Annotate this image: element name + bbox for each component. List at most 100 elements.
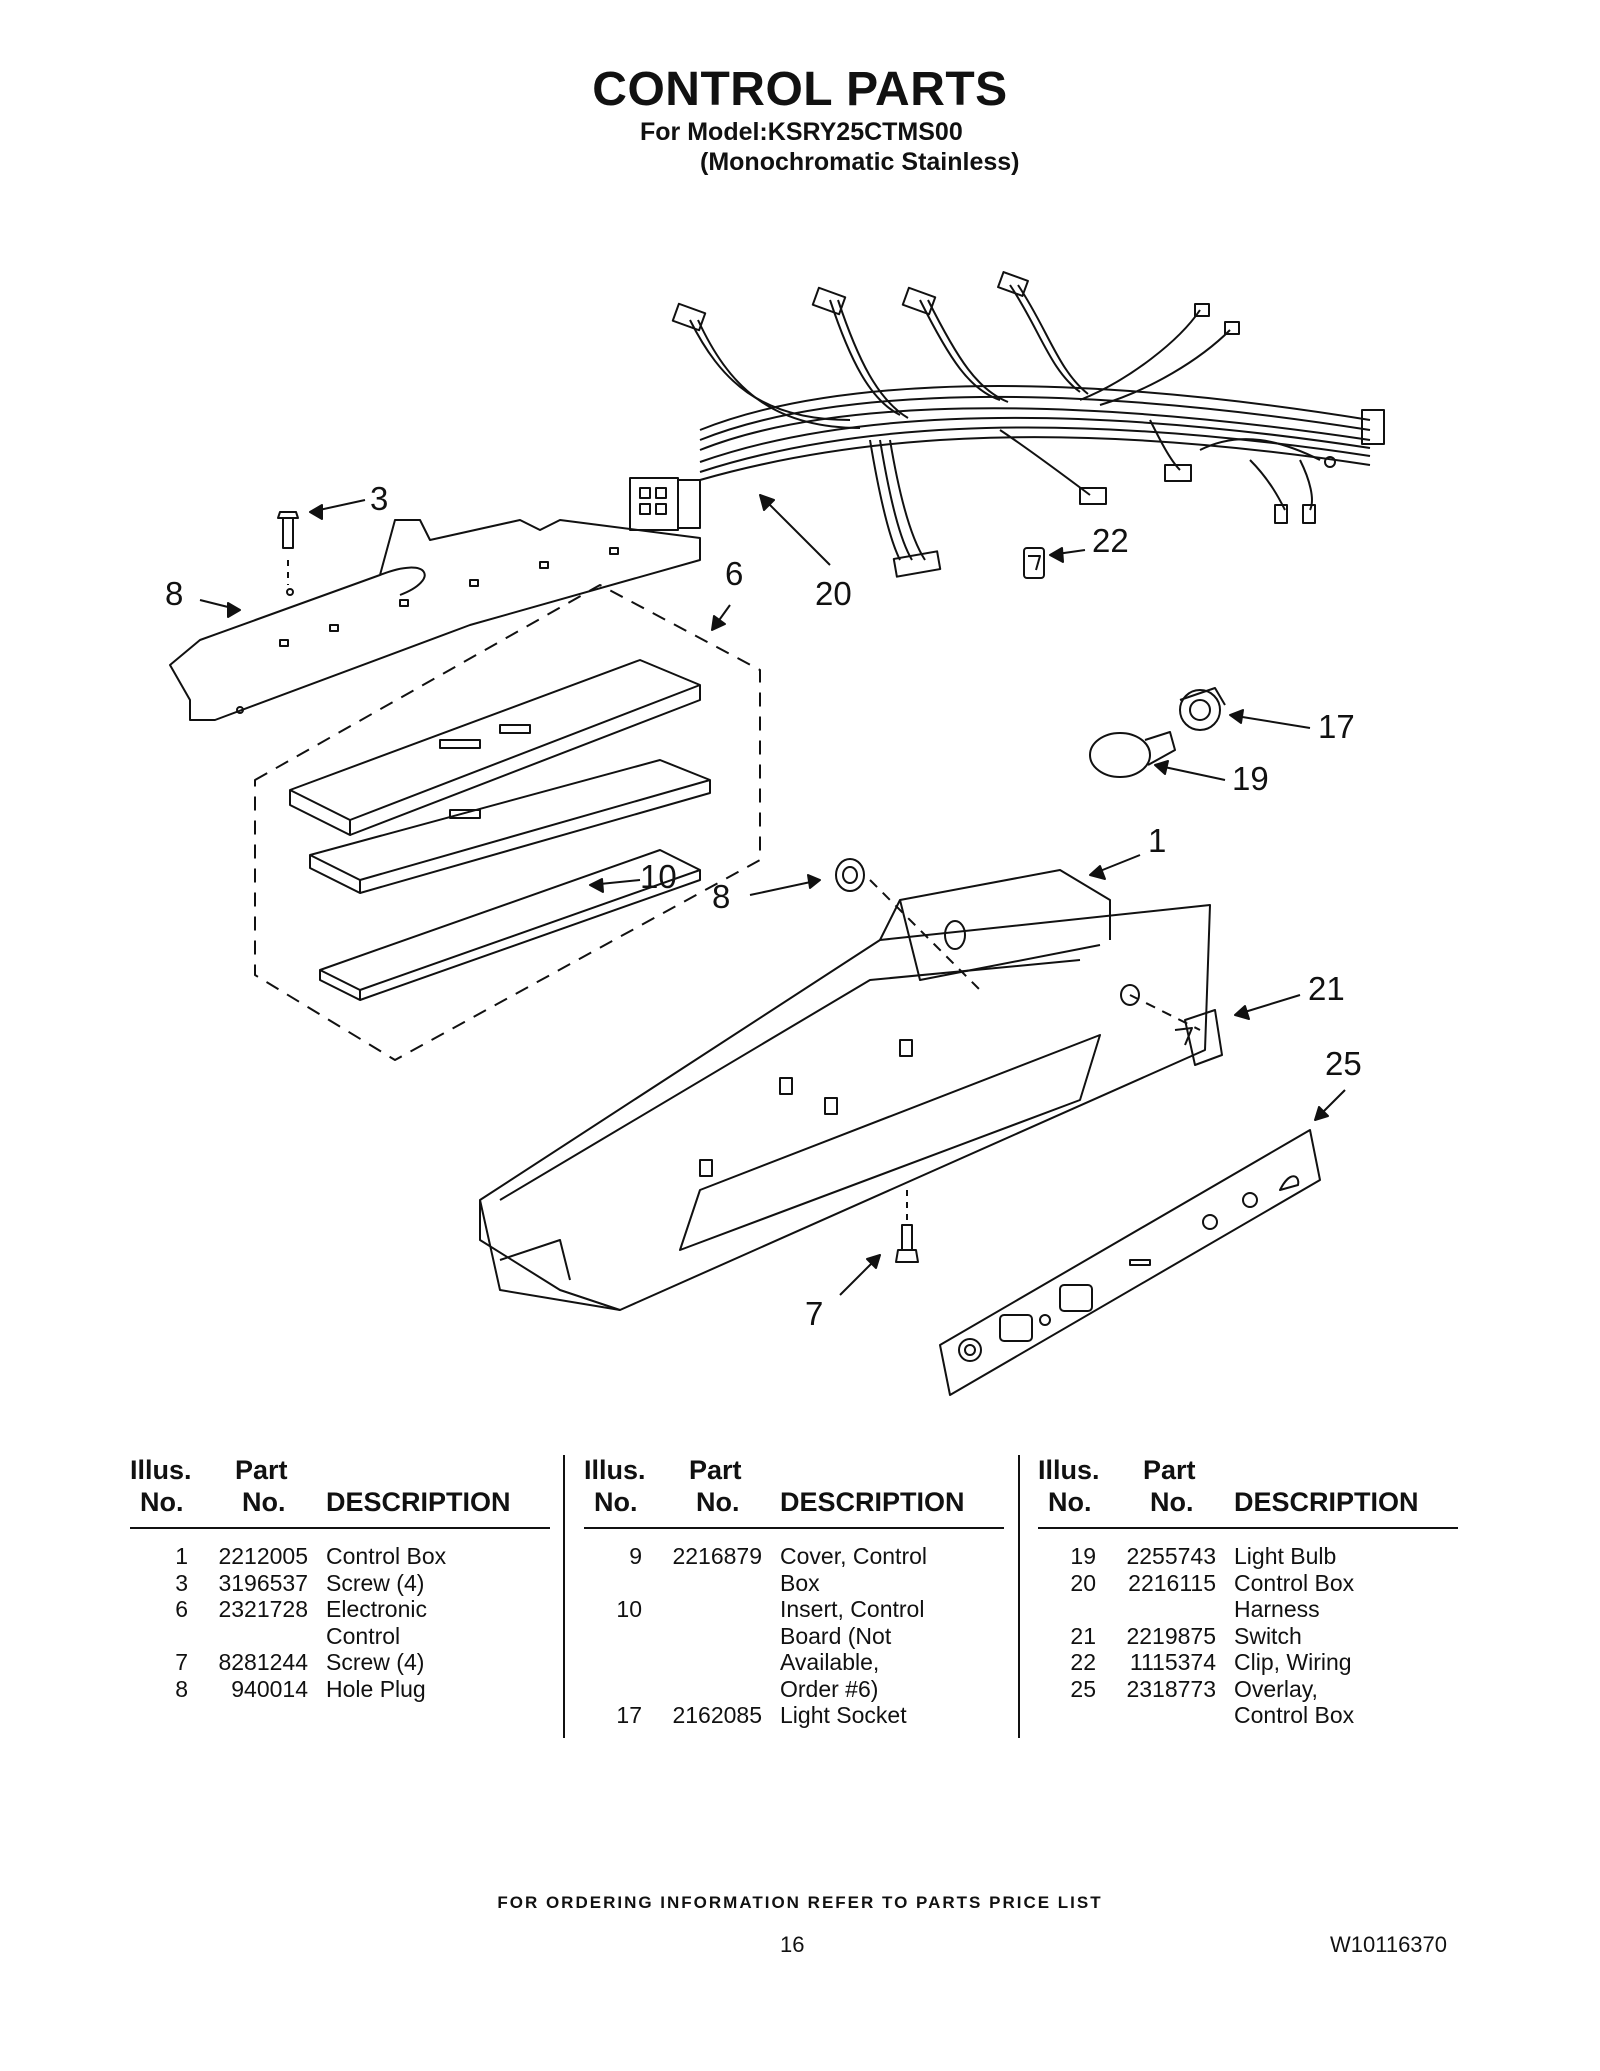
part-description: Clip, Wiring [1234,1649,1352,1675]
part-description: Control Box [326,1543,447,1569]
table-row: Order #6) [584,1676,1004,1703]
leader-lines [199,494,1346,1296]
illus-header-1: Illus. [584,1455,646,1485]
wiring-clip [1023,547,1045,579]
document-number: W10116370 [1330,1932,1448,1957]
part-header-1: Part [689,1455,742,1485]
part-number: 8281244 [218,1649,308,1675]
screw-7 [895,1190,919,1263]
part-number: 2255743 [1126,1543,1216,1569]
column-divider [1018,1455,1020,1738]
illus-number: 1 [175,1543,188,1569]
illus-number: 7 [175,1649,188,1675]
light-bulb [1089,731,1176,778]
part-description: Order #6) [780,1675,879,1702]
part-description: Switch [1234,1622,1302,1649]
light-socket [1179,687,1226,731]
electronic-control-assembly [254,584,761,1061]
part-description: Hole Plug [326,1675,426,1702]
callout-9: 8 [165,575,183,612]
part-description: Light Bulb [1234,1543,1337,1569]
illus-header-2: No. [140,1487,184,1517]
illus-number: 25 [1070,1675,1096,1702]
part-header-1: Part [235,1455,288,1485]
callout-19: 19 [1232,760,1269,797]
callout-17: 17 [1318,708,1355,745]
table-row: 20 2216115 Control Box [1038,1570,1458,1597]
callout-7: 7 [805,1295,823,1332]
illus-number: 19 [1070,1543,1096,1569]
part-number: 2162085 [672,1702,762,1728]
table-row: Harness [1038,1596,1458,1623]
table-row: 6 2321728 Electronic [130,1596,550,1623]
control-box-harness [629,271,1385,578]
parts-table-col-1: Illus. No. Part No. DESCRIPTION 1 2212005… [130,1455,550,1702]
table-header: Illus. No. Part No. DESCRIPTION [130,1455,550,1529]
table-header: Illus. No. Part No. DESCRIPTION [1038,1455,1458,1529]
part-description: Light Socket [780,1702,907,1728]
table-row: Available, [584,1649,1004,1676]
table-row: Box [584,1570,1004,1597]
illus-header-2: No. [1048,1487,1092,1517]
column-divider [563,1455,565,1738]
part-number: 2216115 [1128,1569,1216,1596]
callout-25: 25 [1325,1045,1362,1082]
illus-header-1: Illus. [1038,1455,1100,1485]
part-description: Harness [1234,1596,1320,1622]
part-header-2: No. [696,1487,740,1517]
callout-1: 1 [1148,822,1166,859]
part-number: 2216879 [672,1543,762,1569]
table-row: 22 1115374 Clip, Wiring [1038,1649,1458,1676]
callout-8: 8 [712,878,730,915]
page-title: CONTROL PARTS [592,63,1008,116]
exploded-parts-diagram: 3 8 6 20 22 17 19 1 10 8 21 25 7 [165,271,1385,1396]
table-row: 1 2212005 Control Box [130,1543,550,1570]
part-description: Available, [780,1649,880,1675]
part-header-1: Part [1143,1455,1196,1485]
part-number: 2321728 [218,1596,308,1622]
illus-number: 6 [175,1596,188,1622]
model-line: For Model:KSRY25CTMS00 [640,118,963,146]
screw-3 [277,511,299,585]
control-box-cover [169,519,701,721]
part-description: Control Box [1234,1569,1355,1596]
illus-number: 22 [1070,1649,1096,1675]
part-description: Screw (4) [326,1569,425,1596]
illus-number: 17 [616,1702,642,1728]
control-box-overlay [939,1129,1321,1396]
callout-3: 3 [370,480,388,517]
table-row: Board (Not [584,1623,1004,1650]
table-row: 19 2255743 Light Bulb [1038,1543,1458,1570]
illus-number: 10 [616,1596,642,1622]
illus-header-1: Illus. [130,1455,192,1485]
callout-6: 6 [725,555,743,592]
part-number: 2212005 [218,1543,308,1569]
description-header: DESCRIPTION [326,1487,511,1517]
callout-10: 10 [640,858,677,895]
illus-header-2: No. [594,1487,638,1517]
parts-table-col-3: Illus. No. Part No. DESCRIPTION 19 225574… [1038,1455,1458,1729]
illus-number: 20 [1070,1569,1096,1596]
page-number: 16 [780,1932,805,1957]
switch [1174,1009,1223,1066]
callout-21: 21 [1308,970,1345,1007]
part-description: Box [780,1569,820,1596]
part-number: 1115374 [1129,1649,1216,1675]
part-description: Control Box [1234,1702,1355,1728]
finish-line: (Monochromatic Stainless) [700,148,1020,176]
part-description: Electronic [326,1596,427,1622]
illus-number: 9 [629,1543,642,1569]
part-description: Overlay, [1234,1675,1318,1702]
ordering-note: FOR ORDERING INFORMATION REFER TO PARTS … [497,1893,1103,1912]
